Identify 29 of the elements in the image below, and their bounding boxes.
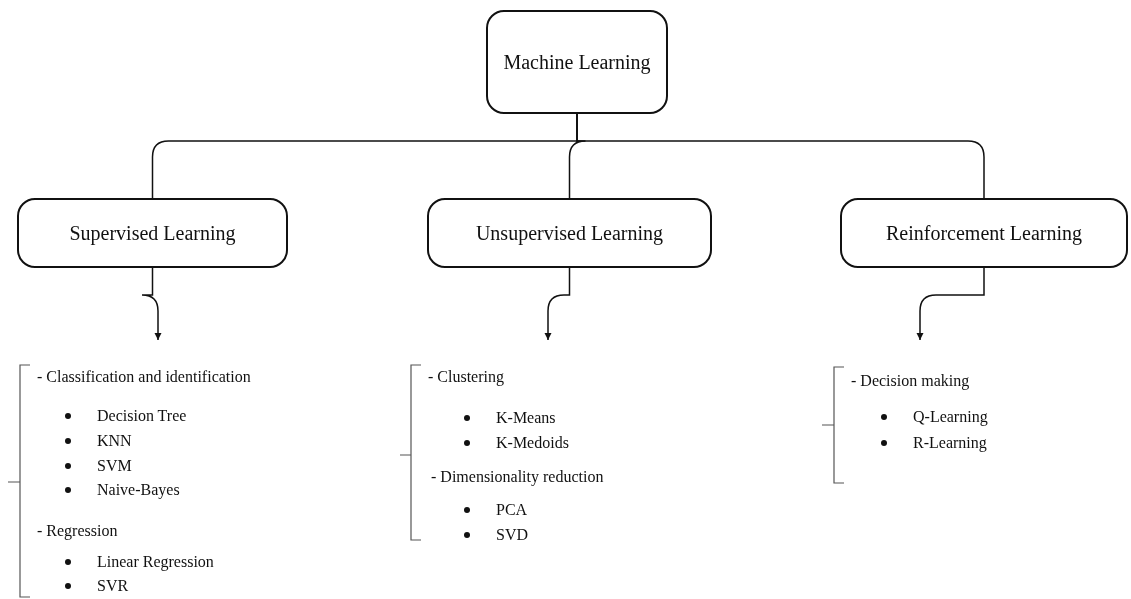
list-heading: - Clustering xyxy=(428,367,504,387)
connector-line xyxy=(576,113,985,199)
box-label: Machine Learning xyxy=(503,50,651,74)
list-heading: - Regression xyxy=(37,521,118,541)
list-heading: - Classification and identification xyxy=(37,367,251,387)
list-heading: - Decision making xyxy=(851,371,970,391)
bullet-item: KNN xyxy=(63,431,132,451)
box-label: Supervised Learning xyxy=(69,221,236,245)
bullet-item: K-Means xyxy=(462,408,556,428)
rounded-box xyxy=(840,198,1128,268)
arrow xyxy=(544,267,571,341)
bullet-item: Q-Learning xyxy=(879,407,988,427)
list-heading: - Dimensionality reduction xyxy=(431,467,604,487)
bullet-item: Naive-Bayes xyxy=(63,480,180,500)
bullet-item: Linear Regression xyxy=(63,552,214,572)
rounded-box xyxy=(17,198,288,268)
rounded-box xyxy=(486,10,668,114)
box-label: Unsupervised Learning xyxy=(475,221,664,245)
box-label: Reinforcement Learning xyxy=(886,221,1082,245)
bullet-item: SVR xyxy=(63,576,129,596)
bullet-item: Decision Tree xyxy=(63,406,187,426)
bullet-item: R-Learning xyxy=(879,433,987,453)
bullet-item: SVD xyxy=(462,525,528,545)
arrow xyxy=(141,267,162,341)
rounded-box xyxy=(427,198,712,268)
bullet-item: K-Medoids xyxy=(462,433,569,453)
bullet-item: SVM xyxy=(63,456,132,476)
bullet-item: PCA xyxy=(462,500,528,520)
arrow xyxy=(916,267,985,341)
